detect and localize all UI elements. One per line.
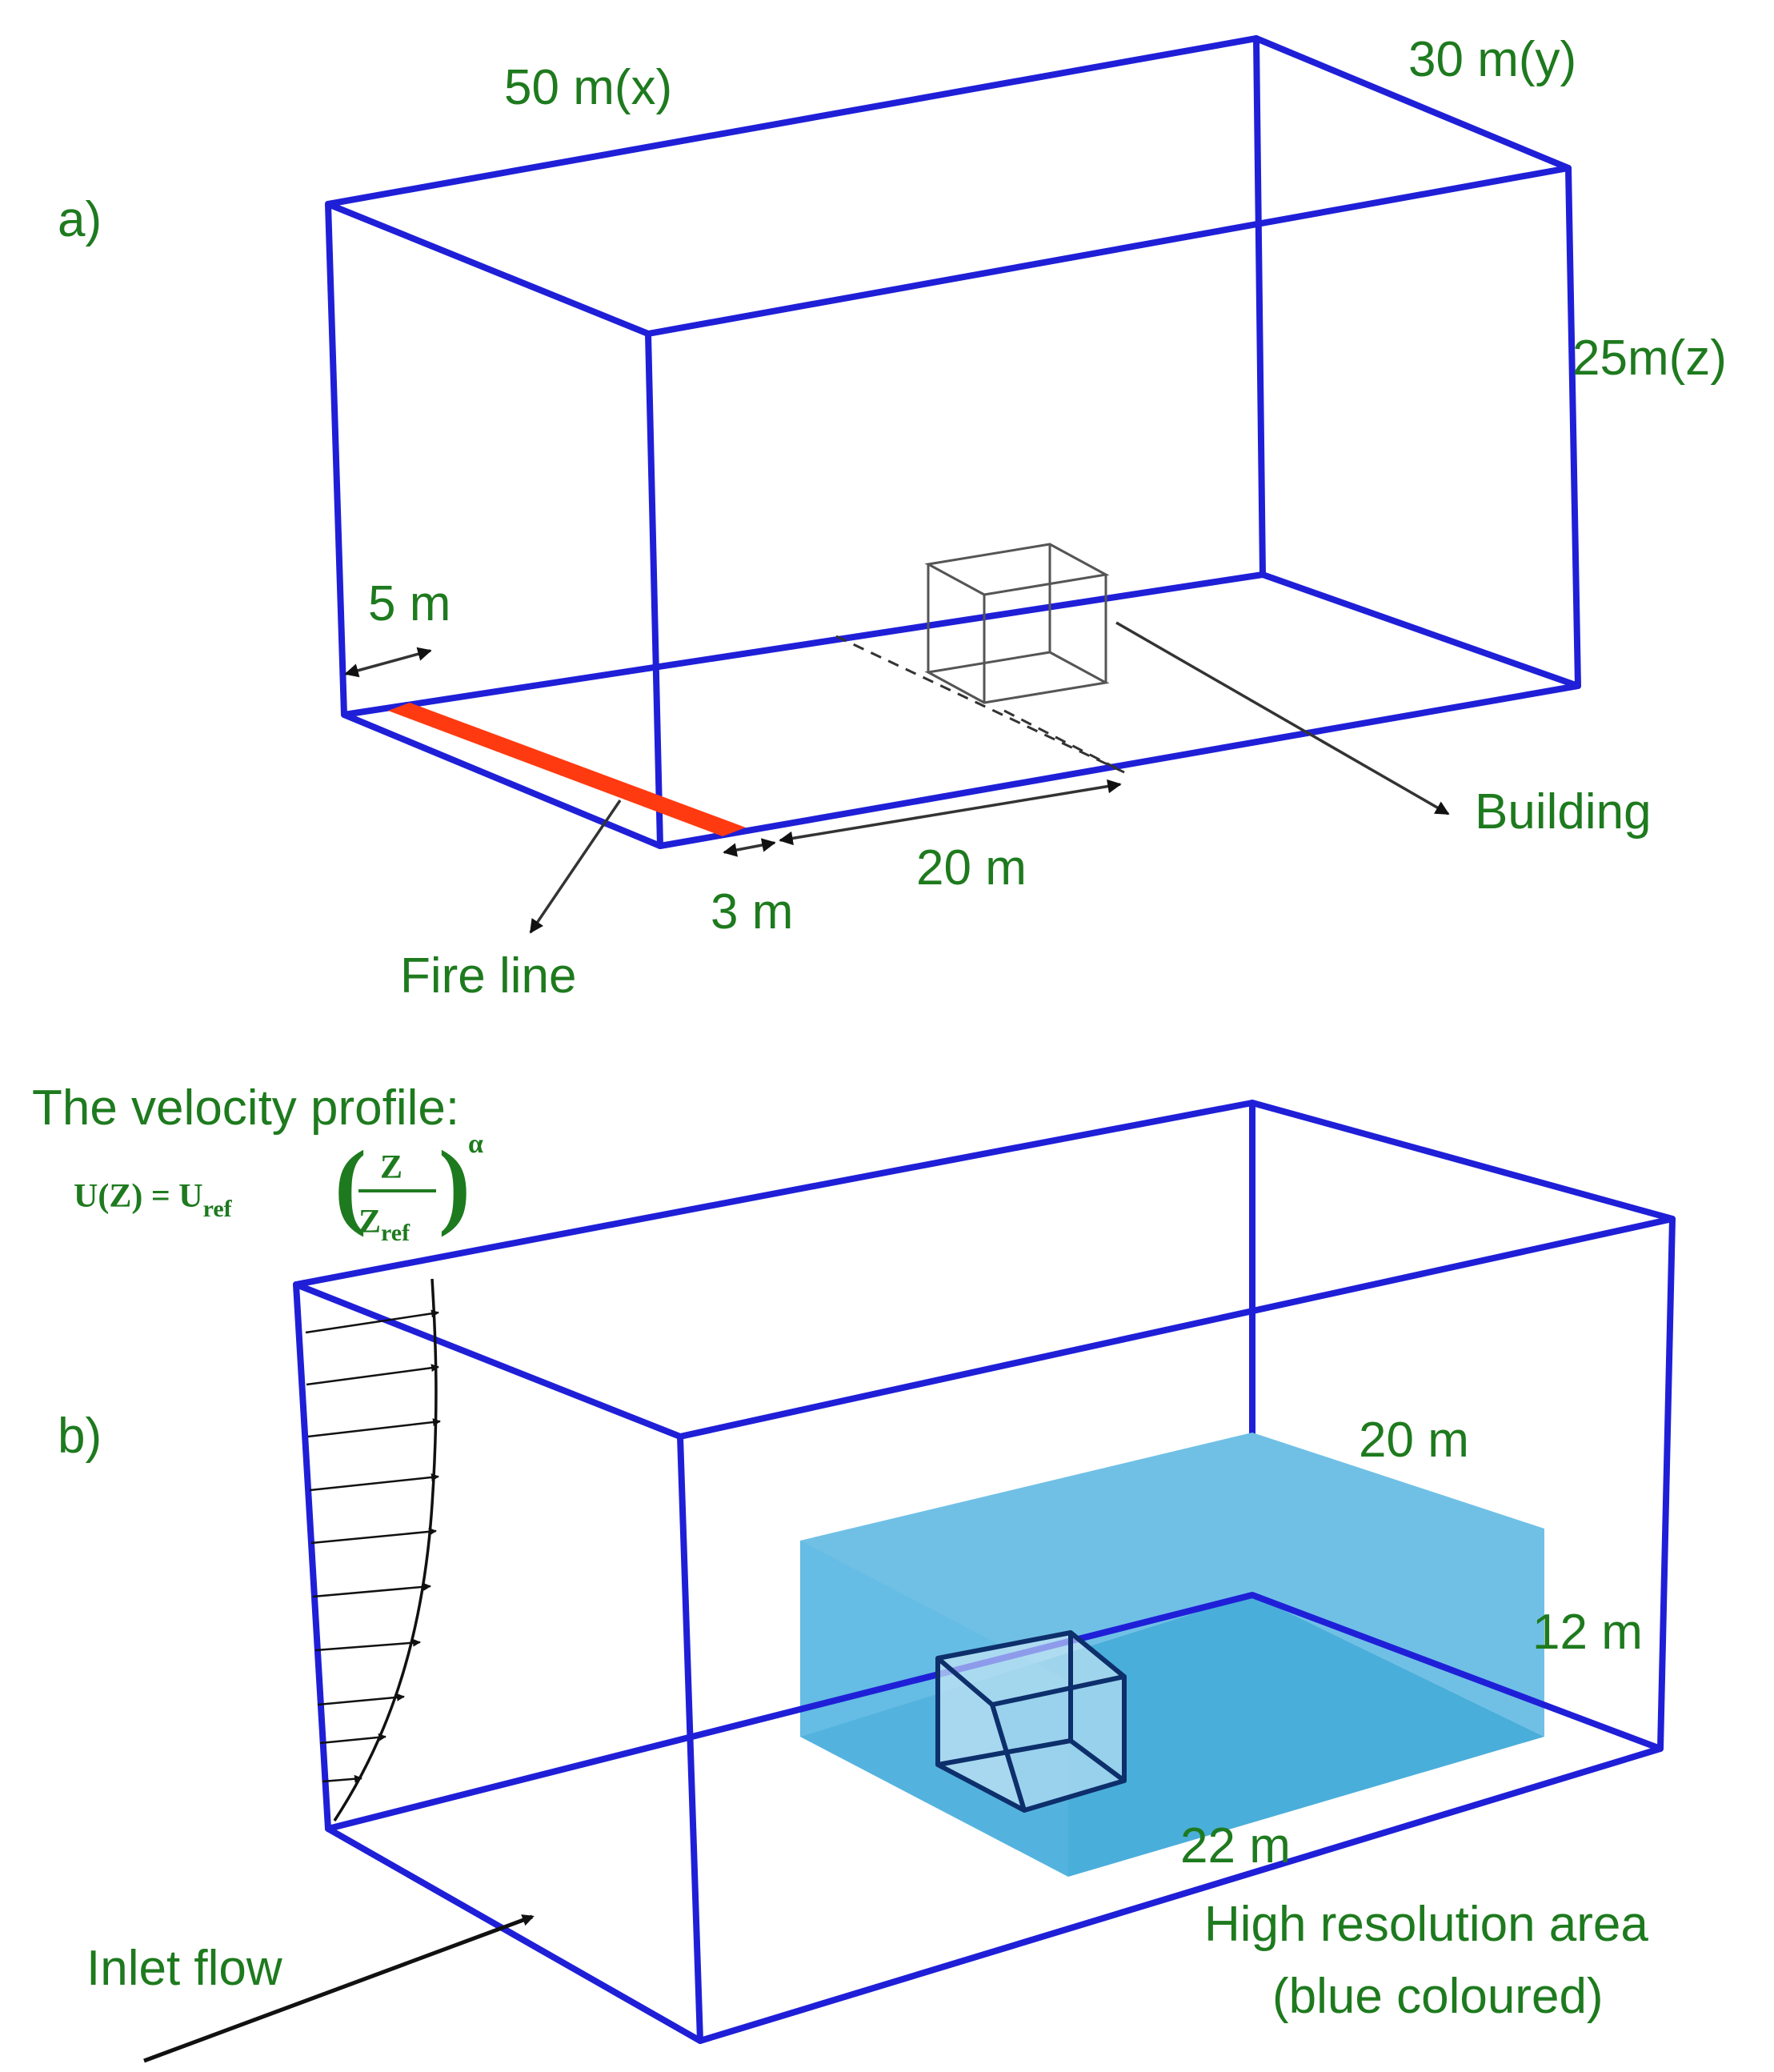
panel-a: a) Building 5 m bbox=[58, 32, 1727, 1004]
building-pointer-arrow bbox=[1115, 621, 1450, 816]
panel-a-label: a) bbox=[58, 192, 102, 247]
building-label: Building bbox=[1475, 784, 1652, 840]
domain-b-back-face bbox=[293, 1100, 1676, 1440]
svg-text:Zref: Zref bbox=[358, 1204, 410, 1246]
guide-dash-line bbox=[1003, 709, 1125, 774]
dim-5m-arrow bbox=[344, 647, 432, 678]
fire-line-label: Fire line bbox=[400, 948, 577, 1004]
svg-text:U(Z) = Uref: U(Z) = Uref bbox=[74, 1178, 233, 1222]
panel-b: b) The velocity profile: U(Z) = Uref ( Z… bbox=[32, 1080, 1676, 2063]
svg-text:α: α bbox=[468, 1129, 483, 1159]
domain-box-a bbox=[325, 35, 1581, 849]
hr-area-label-line2: (blue coloured) bbox=[1272, 1969, 1604, 2024]
building-cube bbox=[924, 543, 1110, 704]
dim-z-label: 25m(z) bbox=[1572, 331, 1727, 386]
hr-width-label: 20 m bbox=[1359, 1413, 1469, 1468]
domain-b-edge bbox=[1657, 1216, 1676, 1752]
domain-a-edge bbox=[1253, 35, 1266, 578]
domain-a-edge bbox=[325, 201, 347, 718]
domain-a-floor bbox=[341, 571, 1581, 849]
dim-gap: 3 m bbox=[711, 884, 793, 940]
svg-text:): ) bbox=[438, 1131, 471, 1237]
dim-y-label: 30 m(y) bbox=[1408, 32, 1576, 87]
dim-fire-offset: 5 m bbox=[368, 576, 451, 631]
hr-height-label: 12 m bbox=[1532, 1605, 1643, 1660]
inlet-flow-label: Inlet flow bbox=[86, 1941, 282, 1996]
domain-a-edge bbox=[1565, 165, 1581, 689]
high-resolution-area bbox=[800, 1433, 1544, 1877]
inlet-flow-arrow bbox=[143, 1914, 535, 2063]
dim-x-label: 50 m(x) bbox=[504, 60, 672, 115]
fire-line bbox=[388, 703, 746, 836]
svg-text:(: ( bbox=[334, 1131, 366, 1237]
hr-area-label-line1: High resolution area bbox=[1204, 1897, 1648, 1952]
domain-a-edge bbox=[645, 331, 663, 849]
velocity-equation: U(Z) = Uref ( Z Zref ) α bbox=[74, 1129, 483, 1246]
panel-b-label: b) bbox=[58, 1409, 102, 1464]
dim-20m-arrow bbox=[779, 779, 1122, 846]
domain-b-edge bbox=[293, 1281, 331, 1832]
dim-distance: 20 m bbox=[916, 840, 1027, 896]
dim-3m-arrow bbox=[723, 838, 776, 857]
guide-dash-line bbox=[835, 635, 1125, 774]
velocity-profile-curve bbox=[333, 1278, 438, 1822]
building-cube-b bbox=[935, 1630, 1127, 1813]
svg-text:Z: Z bbox=[380, 1149, 402, 1186]
profile-title: The velocity profile: bbox=[32, 1080, 459, 1136]
fire-pointer-arrow bbox=[529, 800, 622, 934]
velocity-profile bbox=[305, 1278, 441, 1822]
hr-length-label: 22 m bbox=[1180, 1818, 1291, 1874]
